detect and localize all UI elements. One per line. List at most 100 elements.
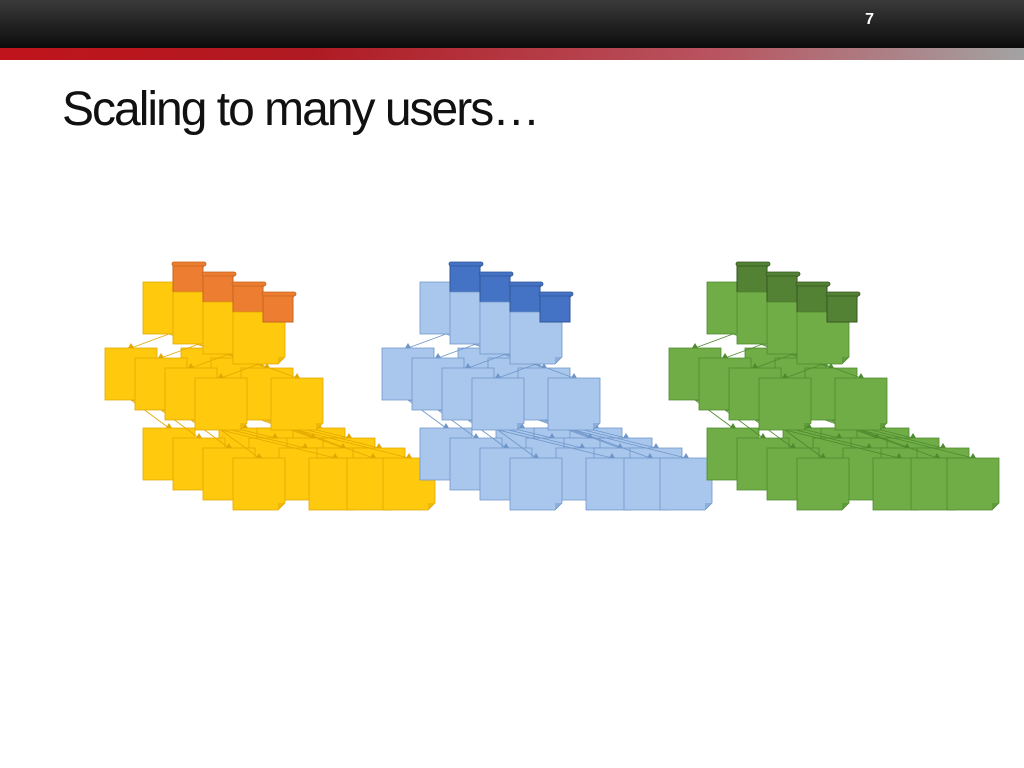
- tree-edge-arrowhead: [406, 453, 412, 458]
- user-scroll-icon: [826, 293, 859, 323]
- accent-stripe: [0, 48, 1024, 60]
- tree-edge-arrowhead: [346, 433, 352, 438]
- tree-edge: [220, 429, 260, 459]
- tree-edge-arrowhead: [722, 353, 728, 358]
- tree-edge: [535, 363, 575, 379]
- user-tree: [194, 291, 436, 511]
- tree-edge-arrowhead: [820, 453, 826, 458]
- user-scroll-icon: [449, 263, 482, 293]
- leaf-node: [946, 457, 1000, 511]
- tree-edge: [467, 353, 507, 369]
- user-scroll-icon: [539, 293, 572, 323]
- tree-edge-arrowhead: [934, 453, 940, 458]
- leaf-node-fold: [278, 503, 285, 510]
- tree-edge: [220, 363, 260, 379]
- tree-edge: [437, 343, 477, 359]
- tree-edge-arrowhead: [730, 423, 736, 428]
- root-node-fold: [842, 357, 849, 364]
- tree-edge-arrowhead: [435, 353, 441, 358]
- user-scroll-icon: [736, 263, 769, 293]
- tree-edge-arrowhead: [760, 433, 766, 438]
- tree-edge: [190, 353, 230, 369]
- child-node: [471, 377, 525, 431]
- slide-number: 7: [865, 11, 874, 28]
- child-node: [834, 377, 888, 431]
- tree-edge-arrowhead: [256, 453, 262, 458]
- child-node-fold: [517, 423, 524, 430]
- user-scroll-icon: [479, 273, 512, 303]
- child-node: [758, 377, 812, 431]
- child-node: [547, 377, 601, 431]
- tree-edge-arrowhead: [188, 363, 194, 368]
- tree-edge: [724, 343, 764, 359]
- tree-edge: [573, 429, 651, 459]
- tree-edge-arrowhead: [609, 453, 615, 458]
- root-node-fold: [278, 357, 285, 364]
- root-node-fold: [555, 357, 562, 364]
- tree-edge: [497, 363, 537, 379]
- tree-edge-arrowhead: [503, 443, 509, 448]
- user-scroll-icon-roll: [478, 271, 514, 277]
- tree-edge-arrowhead: [196, 433, 202, 438]
- user-scroll-icon-roll: [765, 271, 801, 277]
- tree-edge-arrowhead: [836, 433, 842, 438]
- child-node: [270, 377, 324, 431]
- tree-edge-arrowhead: [683, 453, 689, 458]
- user-scroll-icon-roll: [538, 291, 574, 297]
- child-node-fold: [880, 423, 887, 430]
- tree-edge-arrowhead: [376, 443, 382, 448]
- tree-edge-arrowhead: [549, 433, 555, 438]
- tree-edge-arrowhead: [495, 373, 501, 378]
- tree-edge: [220, 429, 336, 459]
- tree-edge-arrowhead: [128, 343, 134, 348]
- user-scroll-icon-roll: [261, 291, 297, 297]
- user-scroll-icon-roll: [508, 281, 544, 287]
- tree-edge-arrowhead: [970, 453, 976, 458]
- user-scroll-icon: [232, 283, 265, 313]
- tree-edge-arrowhead: [443, 423, 449, 428]
- tree-edge: [130, 333, 170, 349]
- leaf-node-fold: [705, 503, 712, 510]
- tree-edge-arrowhead: [866, 443, 872, 448]
- child-node-fold: [316, 423, 323, 430]
- slide-title: Scaling to many users…: [62, 83, 540, 136]
- user-tree: [471, 291, 713, 511]
- tree-edge-arrowhead: [158, 353, 164, 358]
- tree-edge-arrowhead: [571, 373, 577, 378]
- leaf-node-fold: [992, 503, 999, 510]
- tree-edge-arrowhead: [218, 373, 224, 378]
- user-scroll-icon-roll: [231, 281, 267, 287]
- cluster-blue: [381, 261, 713, 511]
- tree-edge-arrowhead: [473, 433, 479, 438]
- leaf-node: [659, 457, 713, 511]
- user-scroll-icon: [172, 263, 205, 293]
- tree-edge-arrowhead: [858, 373, 864, 378]
- tree-edge-arrowhead: [332, 453, 338, 458]
- tree-edge: [694, 333, 734, 349]
- tree-edge-arrowhead: [294, 373, 300, 378]
- user-scroll-icon: [262, 293, 295, 323]
- tree-edge-arrowhead: [692, 343, 698, 348]
- tree-edge-arrowhead: [752, 363, 758, 368]
- child-node-fold: [593, 423, 600, 430]
- user-tree: [758, 291, 1000, 511]
- tree-edge-arrowhead: [896, 453, 902, 458]
- tree-edge: [160, 343, 200, 359]
- tree-edge-arrowhead: [405, 343, 411, 348]
- user-scroll-icon-roll: [201, 271, 237, 277]
- tree-edge-arrowhead: [579, 443, 585, 448]
- user-scroll-icon: [796, 283, 829, 313]
- user-scroll-icon: [202, 273, 235, 303]
- tree-edge: [860, 429, 938, 459]
- user-scroll-icon-roll: [795, 281, 831, 287]
- cluster-green: [668, 261, 1000, 511]
- tree-edge: [822, 363, 862, 379]
- tree-edge: [754, 353, 794, 369]
- tree-edge: [860, 429, 974, 459]
- cluster-yellow-orange: [104, 261, 436, 511]
- tree-edge: [407, 333, 447, 349]
- tree-edge-arrowhead: [653, 443, 659, 448]
- tree-edge-arrowhead: [782, 373, 788, 378]
- leaf-node-fold: [428, 503, 435, 510]
